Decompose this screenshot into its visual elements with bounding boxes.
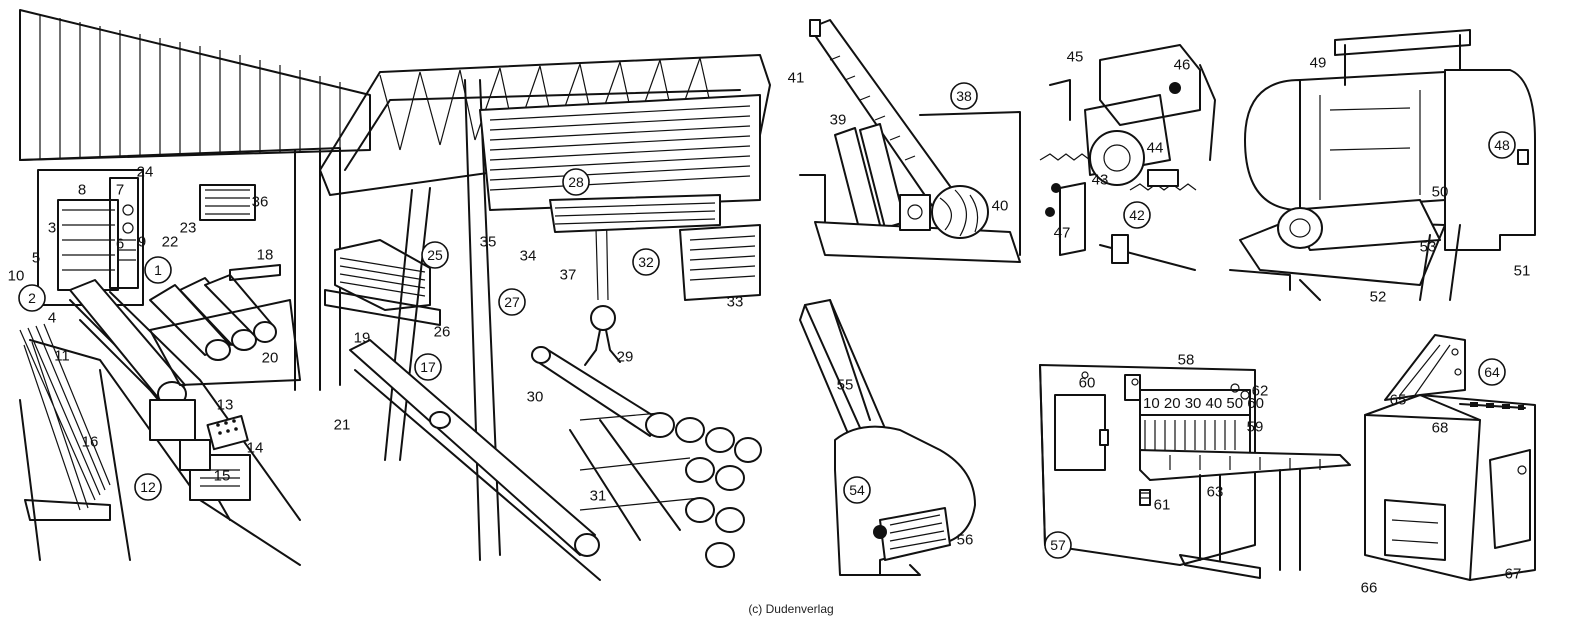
callout-labels: 1234567891011121314151617181920212223242… — [8, 49, 1531, 597]
callout-label-41: 41 — [788, 70, 805, 87]
callout-label-36: 36 — [252, 194, 269, 211]
callout-circle-17 — [414, 353, 442, 381]
callout-label-42: 42 — [1129, 207, 1145, 223]
callout-label-6: 6 — [116, 236, 124, 253]
callout-label-64: 64 — [1484, 364, 1500, 380]
callout-circle-42 — [1123, 201, 1151, 229]
callout-label-20: 20 — [262, 350, 279, 367]
callout-label-27: 27 — [504, 294, 520, 310]
callout-label-61: 61 — [1154, 497, 1171, 514]
callout-label-1: 1 — [154, 262, 162, 278]
callout-label-17: 17 — [420, 359, 436, 375]
callout-label-30: 30 — [527, 389, 544, 406]
callout-label-32: 32 — [638, 254, 654, 270]
chipper — [799, 299, 976, 576]
callout-label-25: 25 — [427, 247, 443, 263]
callout-circle-54 — [843, 476, 871, 504]
callout-label-58: 58 — [1178, 352, 1195, 369]
callout-label-24: 24 — [137, 164, 154, 181]
callout-label-9: 9 — [138, 234, 146, 251]
callout-circle-38 — [950, 82, 978, 110]
callout-circle-64 — [1478, 358, 1506, 386]
callout-label-4: 4 — [48, 310, 56, 327]
callout-label-52: 52 — [1370, 289, 1387, 306]
callout-label-2: 2 — [28, 290, 36, 306]
callout-label-14: 14 — [247, 440, 264, 457]
callout-label-43: 43 — [1092, 172, 1109, 189]
callout-label-56: 56 — [957, 532, 974, 549]
callout-circle-2 — [18, 284, 46, 312]
callout-label-46: 46 — [1174, 57, 1191, 74]
callout-label-28: 28 — [568, 174, 584, 190]
callout-label-45: 45 — [1067, 49, 1084, 66]
callout-circle-25 — [421, 241, 449, 269]
callout-label-22: 22 — [162, 234, 179, 251]
callout-label-19: 19 — [354, 330, 371, 347]
callout-label-65: 65 — [1390, 392, 1407, 409]
circular-saw-edger — [1039, 44, 1216, 271]
callout-label-33: 33 — [727, 294, 744, 311]
callout-label-53: 53 — [1420, 239, 1437, 256]
callout-label-8: 8 — [78, 182, 86, 199]
callout-label-31: 31 — [590, 488, 607, 505]
callout-label-7: 7 — [116, 182, 124, 199]
callout-circle-57 — [1044, 531, 1072, 559]
callout-label-40: 40 — [992, 198, 1009, 215]
callout-circle-27 — [498, 288, 526, 316]
gang-saw-frame — [799, 19, 1021, 263]
callout-label-63: 63 — [1207, 484, 1224, 501]
callout-label-18: 18 — [257, 247, 274, 264]
callout-circle-48 — [1488, 131, 1516, 159]
callout-label-68: 68 — [1432, 420, 1449, 437]
callout-label-16: 16 — [82, 434, 99, 451]
callout-label-34: 34 — [520, 248, 537, 265]
callout-label-10: 10 — [8, 268, 25, 285]
callout-label-57: 57 — [1050, 537, 1066, 553]
planer: 10 20 30 40 50 60 — [1039, 364, 1351, 579]
callout-circle-1 — [144, 256, 172, 284]
callout-circle-12 — [134, 473, 162, 501]
callout-label-49: 49 — [1310, 55, 1327, 72]
callout-label-60: 60 — [1079, 375, 1096, 392]
callout-label-12: 12 — [140, 479, 156, 495]
callout-label-48: 48 — [1494, 137, 1510, 153]
callout-label-51: 51 — [1514, 263, 1531, 280]
callout-label-5: 5 — [32, 250, 40, 267]
band-saw — [1229, 29, 1536, 301]
sawmill-hall-scene — [19, 9, 771, 581]
callout-label-50: 50 — [1432, 184, 1449, 201]
gauge-scale: 10 20 30 40 50 60 — [1143, 395, 1264, 412]
callout-label-29: 29 — [617, 349, 634, 366]
callout-label-66: 66 — [1361, 580, 1378, 597]
callout-label-26: 26 — [434, 324, 451, 341]
callout-label-47: 47 — [1054, 225, 1071, 242]
callout-label-15: 15 — [214, 468, 231, 485]
callout-label-59: 59 — [1247, 419, 1264, 436]
saw-sharpener — [1364, 334, 1536, 581]
callout-label-62: 62 — [1252, 383, 1269, 400]
callout-circle-32 — [632, 248, 660, 276]
callout-label-21: 21 — [334, 417, 351, 434]
callout-label-35: 35 — [480, 234, 497, 251]
callout-label-44: 44 — [1147, 140, 1164, 157]
callout-label-13: 13 — [217, 397, 234, 414]
callout-label-55: 55 — [837, 377, 854, 394]
callout-circle-28 — [562, 168, 590, 196]
credit-text: (c) Dudenverlag — [748, 602, 834, 616]
callout-label-39: 39 — [830, 112, 847, 129]
callout-label-3: 3 — [48, 220, 56, 237]
callout-label-38: 38 — [956, 88, 972, 104]
callout-label-37: 37 — [560, 267, 577, 284]
callout-label-23: 23 — [180, 220, 197, 237]
callout-label-54: 54 — [849, 482, 865, 498]
callout-label-67: 67 — [1505, 566, 1522, 583]
callout-label-11: 11 — [54, 348, 70, 365]
